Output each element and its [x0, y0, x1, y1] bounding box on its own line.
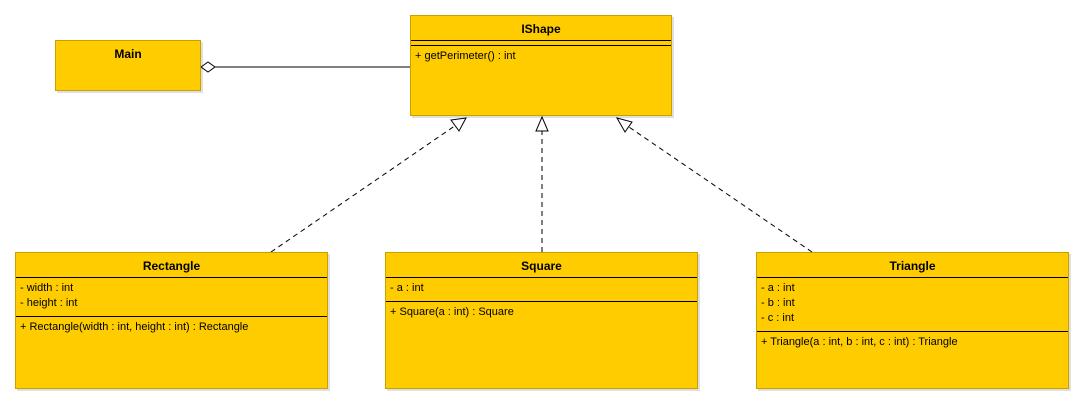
realization-line-rectangle	[270, 122, 460, 253]
realization-arrowhead-rectangle	[450, 117, 467, 132]
class-ishape-name: IShape	[521, 22, 561, 36]
class-triangle-attributes: - a : int - b : int - c : int	[757, 277, 1068, 331]
ishape-operation: + getPerimeter() : int	[415, 50, 516, 62]
realization-line-triangle	[625, 124, 813, 253]
rectangle-operation: + Rectangle(width : int, height : int) :…	[20, 321, 249, 333]
class-ishape-attributes	[411, 40, 671, 45]
class-square[interactable]: Square - a : int + Square(a : int) : Squ…	[385, 252, 698, 389]
class-rectangle-attributes: - width : int - height : int	[16, 277, 327, 316]
rectangle-attribute: - height : int	[20, 297, 78, 309]
class-square-operations: + Square(a : int) : Square	[386, 301, 697, 320]
aggregation-diamond	[200, 61, 216, 73]
class-main[interactable]: Main	[55, 40, 201, 91]
class-rectangle[interactable]: Rectangle - width : int - height : int +…	[15, 252, 328, 389]
class-triangle[interactable]: Triangle - a : int - b : int - c : int +…	[756, 252, 1069, 389]
triangle-attribute: - b : int	[761, 297, 795, 309]
class-rectangle-name: Rectangle	[142, 259, 201, 273]
square-attribute: - a : int	[390, 282, 424, 294]
triangle-attribute: - a : int	[761, 282, 795, 294]
class-triangle-operations: + Triangle(a : int, b : int, c : int) : …	[757, 331, 1068, 350]
triangle-operation: + Triangle(a : int, b : int, c : int) : …	[761, 336, 958, 348]
class-rectangle-operations: + Rectangle(width : int, height : int) :…	[16, 316, 327, 335]
square-operation: + Square(a : int) : Square	[390, 306, 514, 318]
class-square-attributes: - a : int	[386, 277, 697, 301]
rectangle-attribute: - width : int	[20, 282, 74, 294]
realization-arrowhead-triangle	[615, 117, 633, 133]
class-main-name: Main	[114, 47, 142, 61]
class-triangle-name: Triangle	[889, 259, 936, 273]
class-ishape[interactable]: IShape + getPerimeter() : int	[410, 15, 672, 116]
realization-arrowhead-square	[535, 115, 549, 132]
triangle-attribute: - c : int	[761, 312, 795, 324]
class-square-name: Square	[521, 259, 562, 273]
class-ishape-operations: + getPerimeter() : int	[411, 45, 671, 64]
